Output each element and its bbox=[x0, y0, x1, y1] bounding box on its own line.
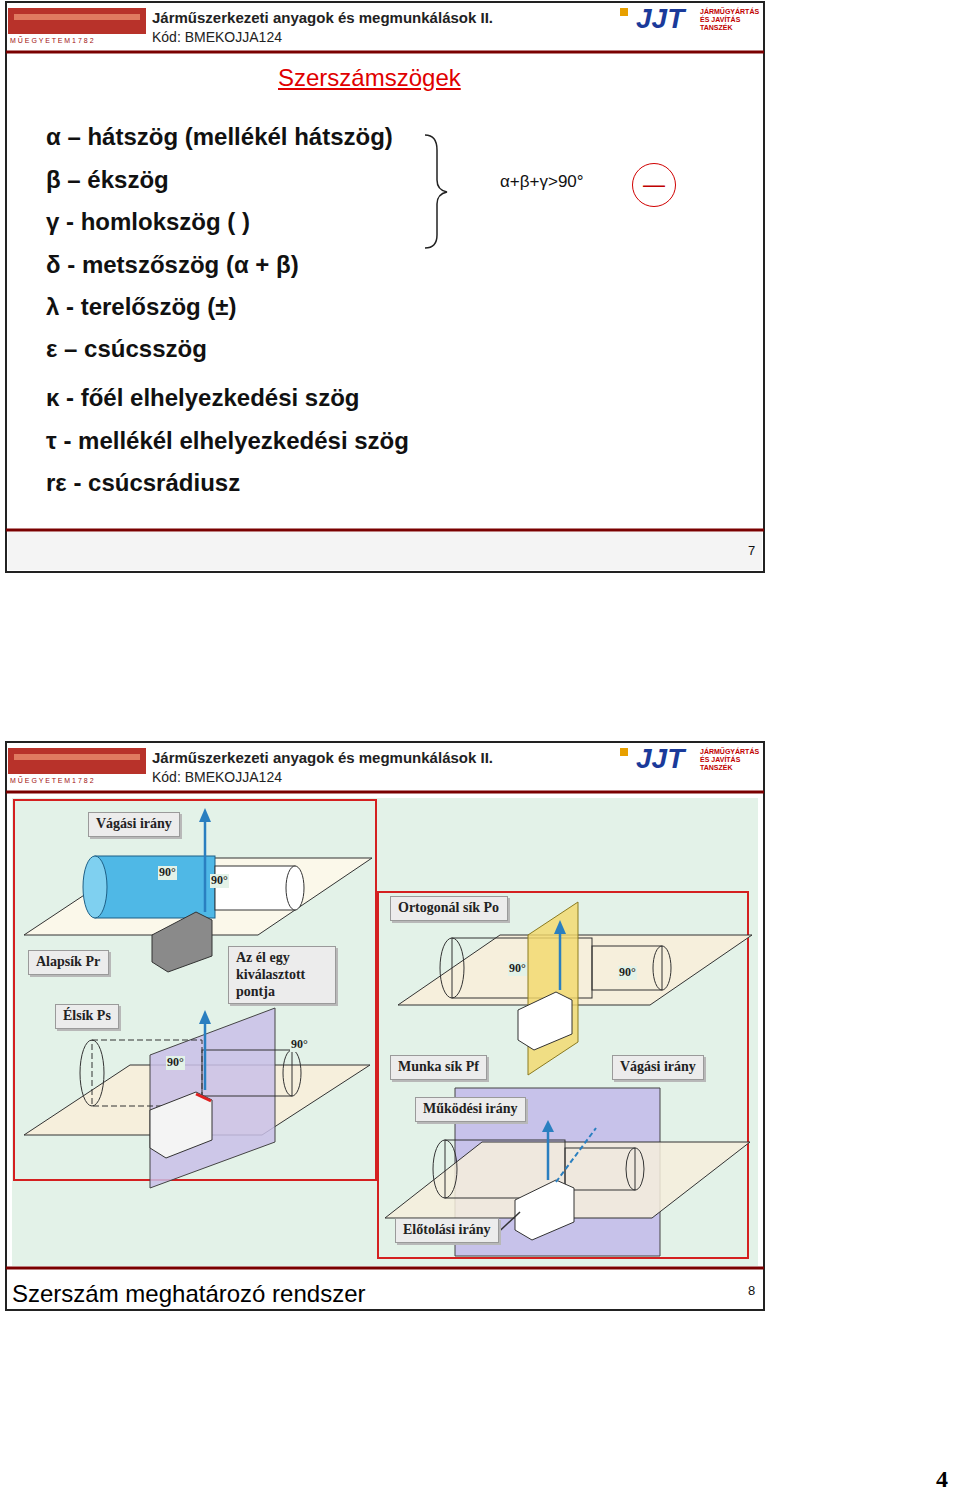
cutting-direction-arrow bbox=[559, 930, 562, 990]
cutting-edge-plane bbox=[150, 1008, 275, 1188]
slide-frame bbox=[6, 2, 764, 572]
angle-definition: κ - főél elhelyezkedési szög bbox=[46, 384, 360, 412]
callout-text: Ortogonál sík Po bbox=[398, 900, 500, 917]
department-logo bbox=[620, 748, 628, 756]
slide-number: 8 bbox=[748, 1284, 755, 1299]
illustration-ground bbox=[12, 798, 758, 1266]
course-title: Járműszerkezeti anyagok és megmunkálások… bbox=[152, 9, 493, 26]
workpiece bbox=[95, 856, 215, 918]
callout-box: Vágási irány bbox=[88, 812, 180, 837]
cutting-edge bbox=[196, 1094, 211, 1101]
callout-box: Munka sík Pf bbox=[390, 1055, 487, 1080]
callout-text: Vágási irány bbox=[96, 816, 172, 833]
cutting-tool bbox=[152, 912, 212, 972]
callout-box: Ortogonál sík Po bbox=[390, 896, 508, 921]
cutting-tool bbox=[150, 1092, 212, 1158]
angle-definition: λ - terelőszög (±) bbox=[46, 293, 237, 321]
workpiece bbox=[215, 866, 295, 910]
angle-definition: α – hátszög (mellékél hátszög) bbox=[46, 123, 393, 151]
callout-text: Munka sík Pf bbox=[398, 1059, 479, 1076]
university-name: M Ű E G Y E T E M 1 7 8 2 bbox=[10, 777, 94, 785]
arrowhead bbox=[542, 1120, 554, 1132]
figure-frame bbox=[14, 800, 376, 1180]
arrowhead bbox=[199, 1010, 211, 1024]
callout-box: Működési irány bbox=[415, 1097, 526, 1122]
angle-definition: rε - csúcsrádiusz bbox=[46, 469, 240, 497]
workpiece-outline bbox=[202, 1050, 292, 1096]
angle-definition: δ - metszőszög (α + β) bbox=[46, 251, 299, 279]
workpiece-outline bbox=[440, 938, 464, 998]
callout-text: Az él egy kiválasztott pontja bbox=[236, 950, 328, 1000]
callout-text: Alapsík Pr bbox=[36, 954, 101, 971]
callout-box: Vágási irány bbox=[612, 1055, 704, 1080]
effective-direction-line bbox=[556, 1128, 596, 1182]
workpiece-outline bbox=[626, 1148, 644, 1190]
footer-band bbox=[8, 532, 762, 570]
slide-caption: Szerszám meghatározó rendszer bbox=[12, 1280, 365, 1308]
angle-mark: 90° bbox=[166, 1056, 185, 1070]
department-logo: JJT bbox=[636, 3, 684, 35]
callout-text: Vágási irány bbox=[620, 1059, 696, 1076]
workpiece-outline bbox=[283, 1050, 301, 1096]
callout-text: Élsík Ps bbox=[63, 1008, 111, 1025]
workpiece-outline bbox=[653, 946, 671, 990]
angle-definition: γ - homlokszög ( ) bbox=[46, 208, 250, 236]
department-logo: JJT bbox=[636, 743, 684, 775]
department-logo bbox=[620, 8, 628, 16]
callout-text: Előtolási irány bbox=[403, 1222, 491, 1239]
slide-frame bbox=[6, 742, 764, 1310]
university-logo bbox=[14, 14, 140, 20]
slide-number: 7 bbox=[748, 544, 755, 559]
angle-definition: τ - mellékél elhelyezkedési szög bbox=[46, 427, 409, 455]
workpiece bbox=[286, 866, 304, 910]
callout-box: Előtolási irány bbox=[395, 1218, 499, 1243]
university-logo bbox=[8, 748, 146, 774]
angle-definition: ε – csúcsszög bbox=[46, 335, 207, 363]
angle-mark: 90° bbox=[290, 1038, 309, 1052]
arrowhead bbox=[554, 920, 566, 934]
callout-box: Az él egy kiválasztott pontja bbox=[228, 946, 336, 1004]
callout-box: Alapsík Pr bbox=[28, 950, 109, 975]
footer-rule bbox=[6, 529, 764, 532]
workpiece-outline bbox=[80, 1040, 104, 1106]
angle-definition: β – ékszög bbox=[46, 166, 169, 194]
arrowhead bbox=[199, 808, 211, 822]
header-rule bbox=[6, 791, 764, 794]
angle-mark: 90° bbox=[508, 962, 527, 976]
university-name: M Ű E G Y E T E M 1 7 8 2 bbox=[10, 37, 94, 45]
course-code: Kód: BMEKOJJA124 bbox=[152, 29, 282, 45]
angle-mark: 90° bbox=[158, 866, 177, 880]
minus-sign-circle: — bbox=[632, 163, 676, 207]
callout-text: Működési irány bbox=[423, 1101, 518, 1118]
angle-sum-note: α+β+γ>90° bbox=[500, 172, 584, 192]
cutting-direction-arrow bbox=[547, 1128, 550, 1180]
course-code: Kód: BMEKOJJA124 bbox=[152, 769, 282, 785]
slide-title: Szerszámszögek bbox=[278, 64, 461, 92]
header-rule bbox=[6, 51, 764, 54]
cutting-direction-arrow bbox=[204, 1020, 207, 1090]
footer-rule bbox=[6, 1267, 764, 1270]
page-number: 4 bbox=[936, 1466, 948, 1494]
workpiece-outline bbox=[592, 946, 662, 990]
workpiece-outline bbox=[433, 1140, 457, 1198]
department-name: JÁRMŰGYÁRTÁS ÉS JAVÍTÁS TANSZÉK bbox=[700, 748, 758, 772]
angle-mark: 90° bbox=[618, 966, 637, 980]
cutting-tool bbox=[518, 992, 572, 1050]
workpiece bbox=[83, 856, 107, 918]
course-title: Járműszerkezeti anyagok és megmunkálások… bbox=[152, 749, 493, 766]
callout-text: — bbox=[643, 172, 665, 198]
university-logo bbox=[14, 754, 140, 760]
university-logo bbox=[8, 8, 146, 34]
department-name: JÁRMŰGYÁRTÁS ÉS JAVÍTÁS TANSZÉK bbox=[700, 8, 758, 32]
cutting-direction-arrow bbox=[204, 818, 207, 912]
brace bbox=[425, 135, 447, 248]
angle-mark: 90° bbox=[210, 874, 229, 888]
cutting-tool bbox=[515, 1180, 574, 1240]
callout-box: Élsík Ps bbox=[55, 1004, 119, 1029]
